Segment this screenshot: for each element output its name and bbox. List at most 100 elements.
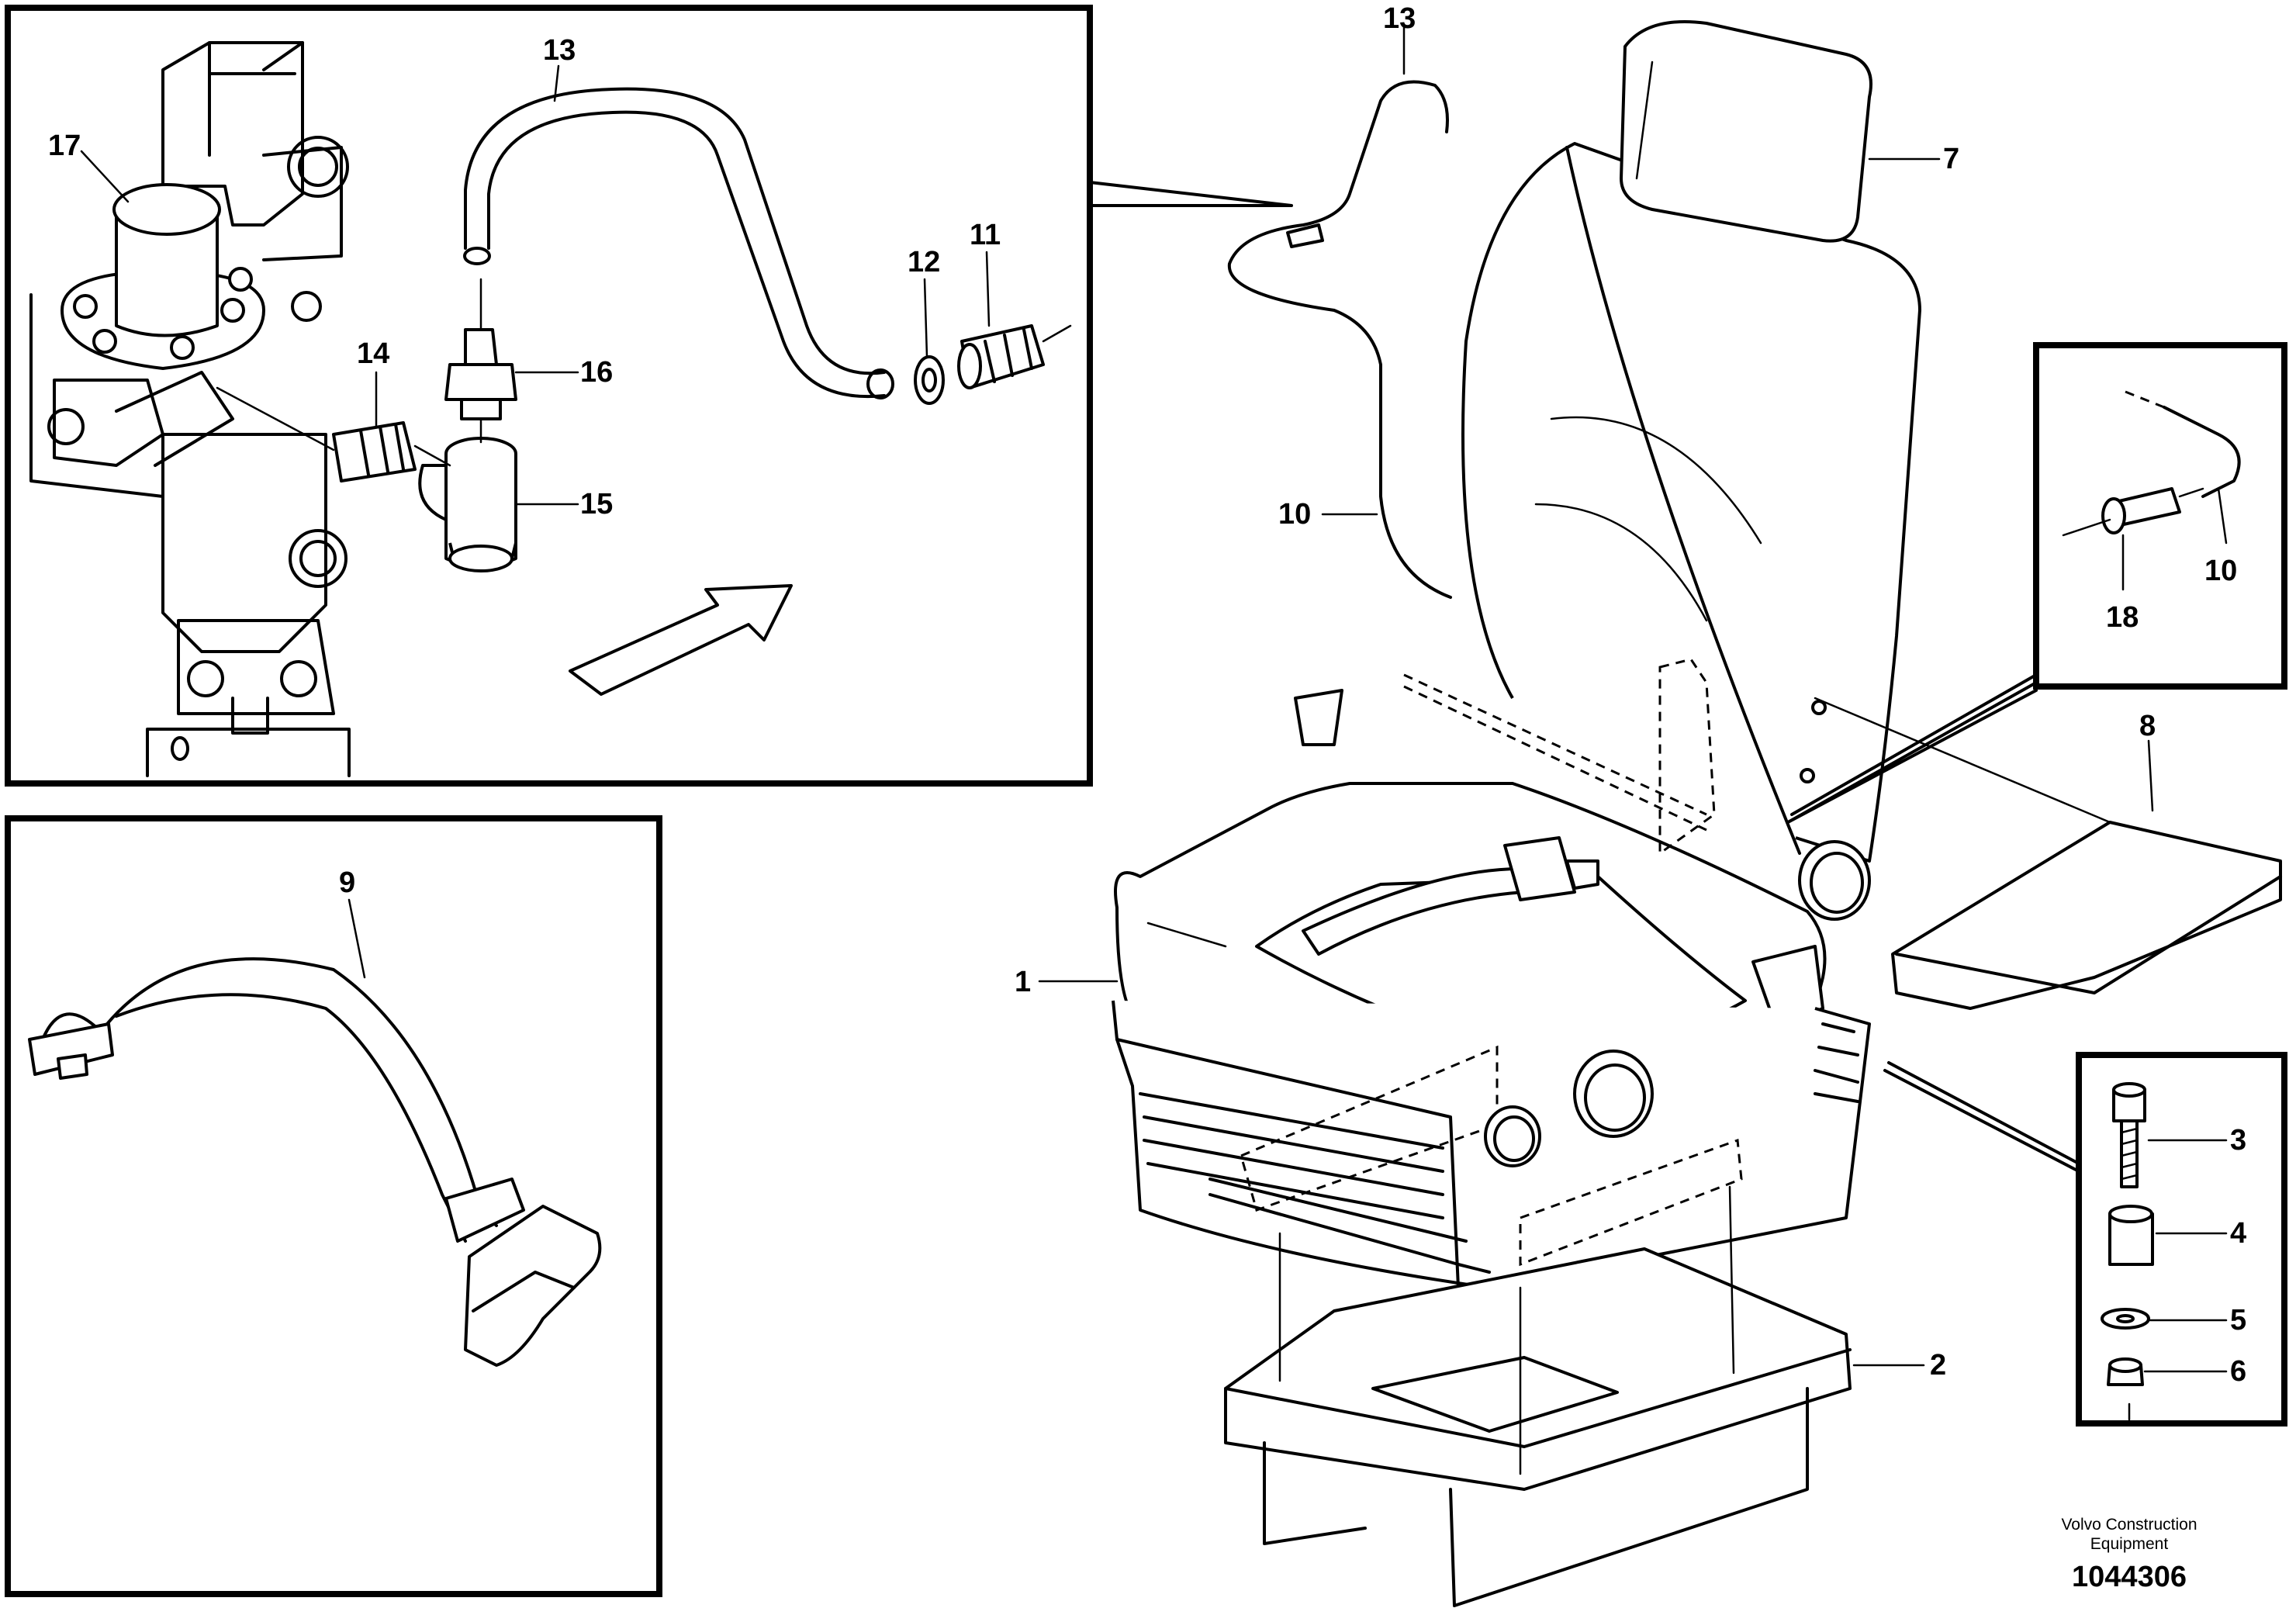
detail-pointer-hardware <box>1883 1061 2080 1173</box>
direction-arrow <box>569 584 793 696</box>
detail-frame-right <box>2033 342 2287 690</box>
height-adjust-knob <box>1573 1050 1654 1138</box>
callout-12: 12 <box>908 246 940 278</box>
callout-1: 1 <box>1015 966 1031 998</box>
washer-5 <box>2101 1308 2150 1330</box>
callout-3: 3 <box>2230 1124 2246 1157</box>
armrest-edge <box>1895 875 2282 994</box>
belt-strap-top <box>99 957 498 1227</box>
callout-5: 5 <box>2230 1304 2246 1337</box>
connector-axis <box>2062 487 2204 537</box>
leader-9 <box>348 898 366 979</box>
bolt-axes <box>1278 1185 1735 1475</box>
callout-10-detail: 10 <box>2204 555 2237 587</box>
belt-strap-bottom <box>115 993 467 1243</box>
connector-hose <box>2163 406 2241 498</box>
air-hose <box>1227 80 1452 599</box>
backrest-hole <box>1800 768 1815 783</box>
callout-16: 16 <box>580 356 613 389</box>
connector-hose-dash <box>2125 390 2165 409</box>
solenoid-valve <box>47 183 265 467</box>
company-name-line2: Equipment <box>2090 1535 2169 1553</box>
callout-4: 4 <box>2230 1217 2246 1250</box>
nut-12 <box>914 355 945 405</box>
leader-8 <box>2147 739 2154 812</box>
detail-frame-top-left <box>5 5 1093 787</box>
callout-11: 11 <box>970 219 1001 251</box>
callout-13-inset: 13 <box>543 34 576 67</box>
adapter-14 <box>216 386 451 482</box>
mounting-plate <box>1224 1185 1852 1607</box>
belt-tongue-slot <box>57 1053 88 1080</box>
leader-17 <box>80 150 130 203</box>
backrest-creases <box>1534 416 1762 622</box>
bolt-3 <box>2112 1082 2146 1188</box>
callout-10-main: 10 <box>1278 498 1311 531</box>
detail-frame-bottom-left <box>5 815 662 1597</box>
detail-panel-seat-belt: 9 <box>5 815 662 1597</box>
callout-13-main: 13 <box>1383 2 1416 35</box>
callout-8: 8 <box>2139 710 2156 742</box>
leader-10-detail <box>2217 487 2228 545</box>
detail-panel-air-connection: 17 13 14 16 15 12 11 <box>5 5 1293 787</box>
callout-18: 18 <box>2106 601 2139 634</box>
detail-panel-hardware: 3 4 5 6 <box>1883 1052 2287 1427</box>
callout-7: 7 <box>1943 143 1959 175</box>
belt-loop <box>444 1178 525 1243</box>
headrest-seam <box>1635 61 1654 180</box>
company-name-line1: Volvo Construction <box>2061 1516 2197 1534</box>
hose-fitting <box>1286 223 1324 248</box>
spacer-4 <box>2108 1205 2154 1266</box>
detail-pointer-right <box>1786 673 2038 824</box>
detail-panel-connector: 18 10 <box>1786 342 2287 824</box>
seat-rail <box>1209 1178 1491 1274</box>
headrest <box>1620 20 1872 243</box>
detail-pointer-lines <box>1088 181 1293 207</box>
callout-9: 9 <box>339 866 355 899</box>
leader-12 <box>923 278 928 358</box>
hidden-mount-right <box>1519 1138 1743 1267</box>
nut-6 <box>2107 1357 2144 1386</box>
backrest <box>1461 142 1921 863</box>
connector-nut <box>2101 497 2126 534</box>
plate-cutout <box>1371 1356 1619 1433</box>
tee-15 <box>418 437 517 572</box>
hidden-mount-left <box>1240 1045 1499 1212</box>
armrest <box>1800 697 2282 1010</box>
plate-legs <box>1263 1387 1809 1607</box>
belt-buckle-edge <box>472 1271 576 1312</box>
hose-inset-outer <box>487 110 886 399</box>
armrest-pad <box>1891 821 2282 1010</box>
hidden-backrest-frame <box>1403 658 1716 856</box>
plate-top <box>1224 1247 1852 1491</box>
plate-edge <box>1224 1348 1852 1448</box>
leader-11 <box>985 251 991 327</box>
armrest-mount-hole <box>1811 700 1827 715</box>
belt-buckle <box>464 1205 602 1367</box>
hose-end-top <box>463 247 491 265</box>
belt-latch <box>1503 836 1576 901</box>
callout-6: 6 <box>2230 1355 2246 1388</box>
suspension-bellows <box>1115 1038 1460 1289</box>
suspension-bellows-right <box>1814 1022 1859 1103</box>
backrest-recline-knob <box>1798 840 1871 921</box>
backrest-seam <box>1565 146 1801 855</box>
callout-15: 15 <box>580 488 613 520</box>
callout-17: 17 <box>48 130 81 162</box>
callout-2: 2 <box>1930 1349 1946 1382</box>
leader-13-inset <box>553 64 560 102</box>
detail-frame-hardware <box>2076 1052 2287 1427</box>
hose-end <box>866 368 894 399</box>
belt-anchor-left <box>1294 689 1343 746</box>
belt-anchor-right <box>1751 945 1824 1029</box>
callout-14: 14 <box>357 337 389 370</box>
weight-adjust-knob <box>1484 1105 1541 1167</box>
seat-assembly <box>1112 20 1921 1289</box>
belt-tongue-plate <box>28 1022 114 1076</box>
document-number: 1044306 <box>2072 1561 2187 1593</box>
belt-latch-tip <box>1565 859 1599 890</box>
fitting-16 <box>444 328 517 420</box>
fitting-11 <box>957 324 1072 389</box>
hose-inset <box>464 87 886 375</box>
